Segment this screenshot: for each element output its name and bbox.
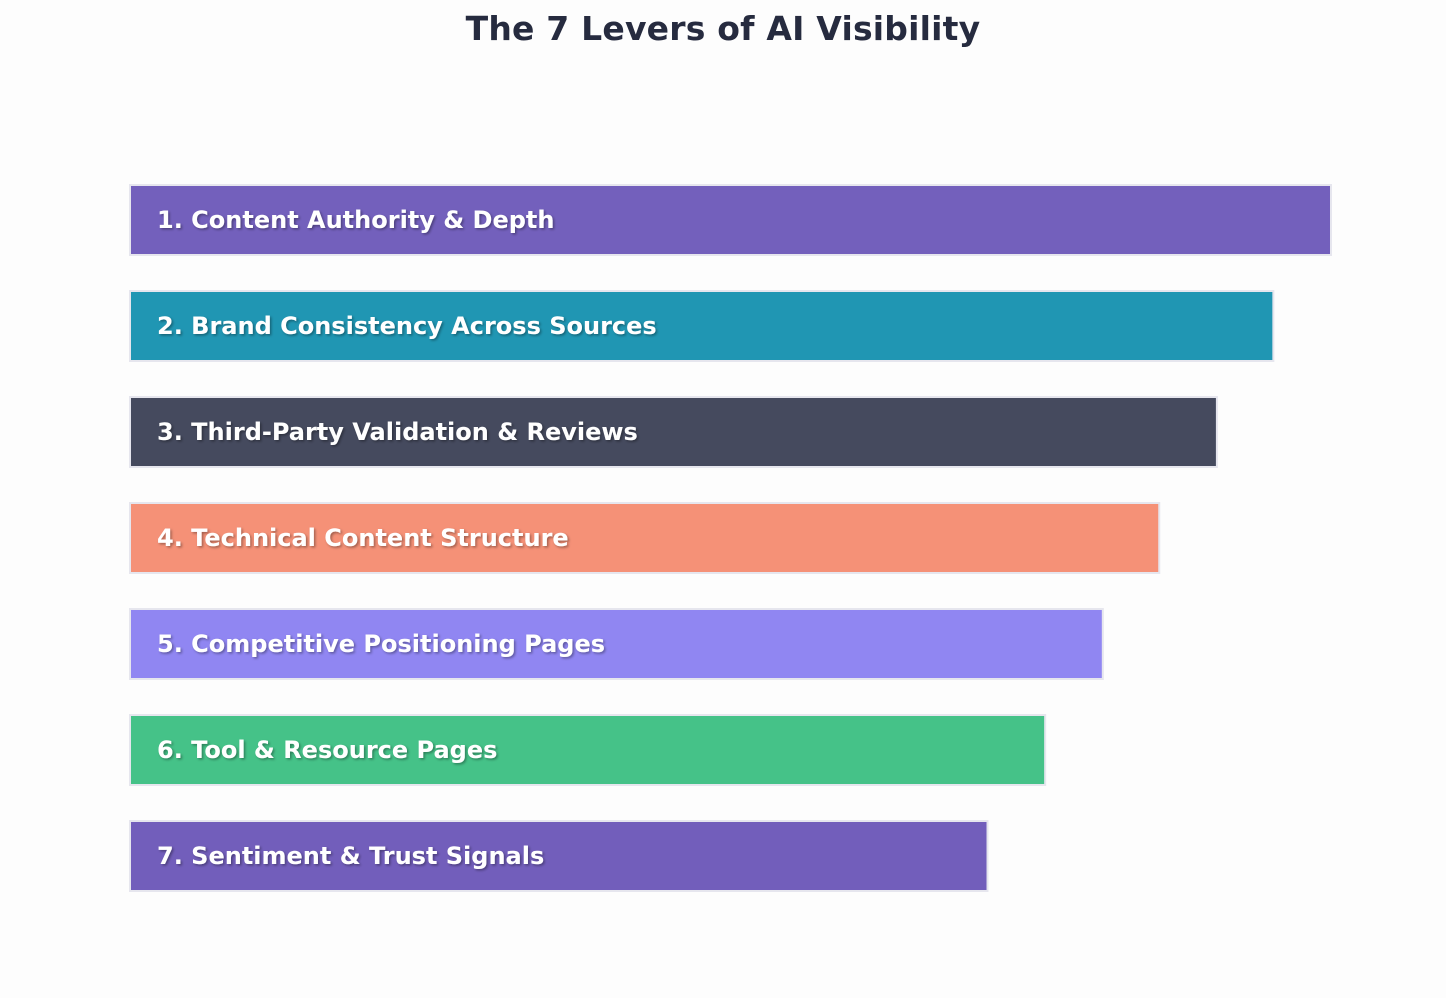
bar-label-4: 4. Technical Content Structure xyxy=(157,524,569,552)
bar-label-6: 6. Tool & Resource Pages xyxy=(157,736,497,764)
bar-5 xyxy=(129,608,1104,680)
bar-1 xyxy=(129,184,1332,256)
bar-2 xyxy=(129,290,1275,362)
bar-label-1: 1. Content Authority & Depth xyxy=(157,206,555,234)
bar-6 xyxy=(129,714,1047,786)
bar-label-2: 2. Brand Consistency Across Sources xyxy=(157,312,657,340)
bars-group: 1. Content Authority & Depth 2. Brand Con… xyxy=(129,184,1332,892)
bar-7 xyxy=(129,820,989,892)
bar-label-7: 7. Sentiment & Trust Signals xyxy=(157,842,544,870)
bar-4 xyxy=(129,502,1161,574)
chart-title: The 7 Levers of AI Visibility xyxy=(465,9,981,48)
bar-3 xyxy=(129,396,1218,468)
bar-label-5: 5. Competitive Positioning Pages xyxy=(157,630,605,658)
bar-label-3: 3. Third-Party Validation & Reviews xyxy=(157,418,638,446)
